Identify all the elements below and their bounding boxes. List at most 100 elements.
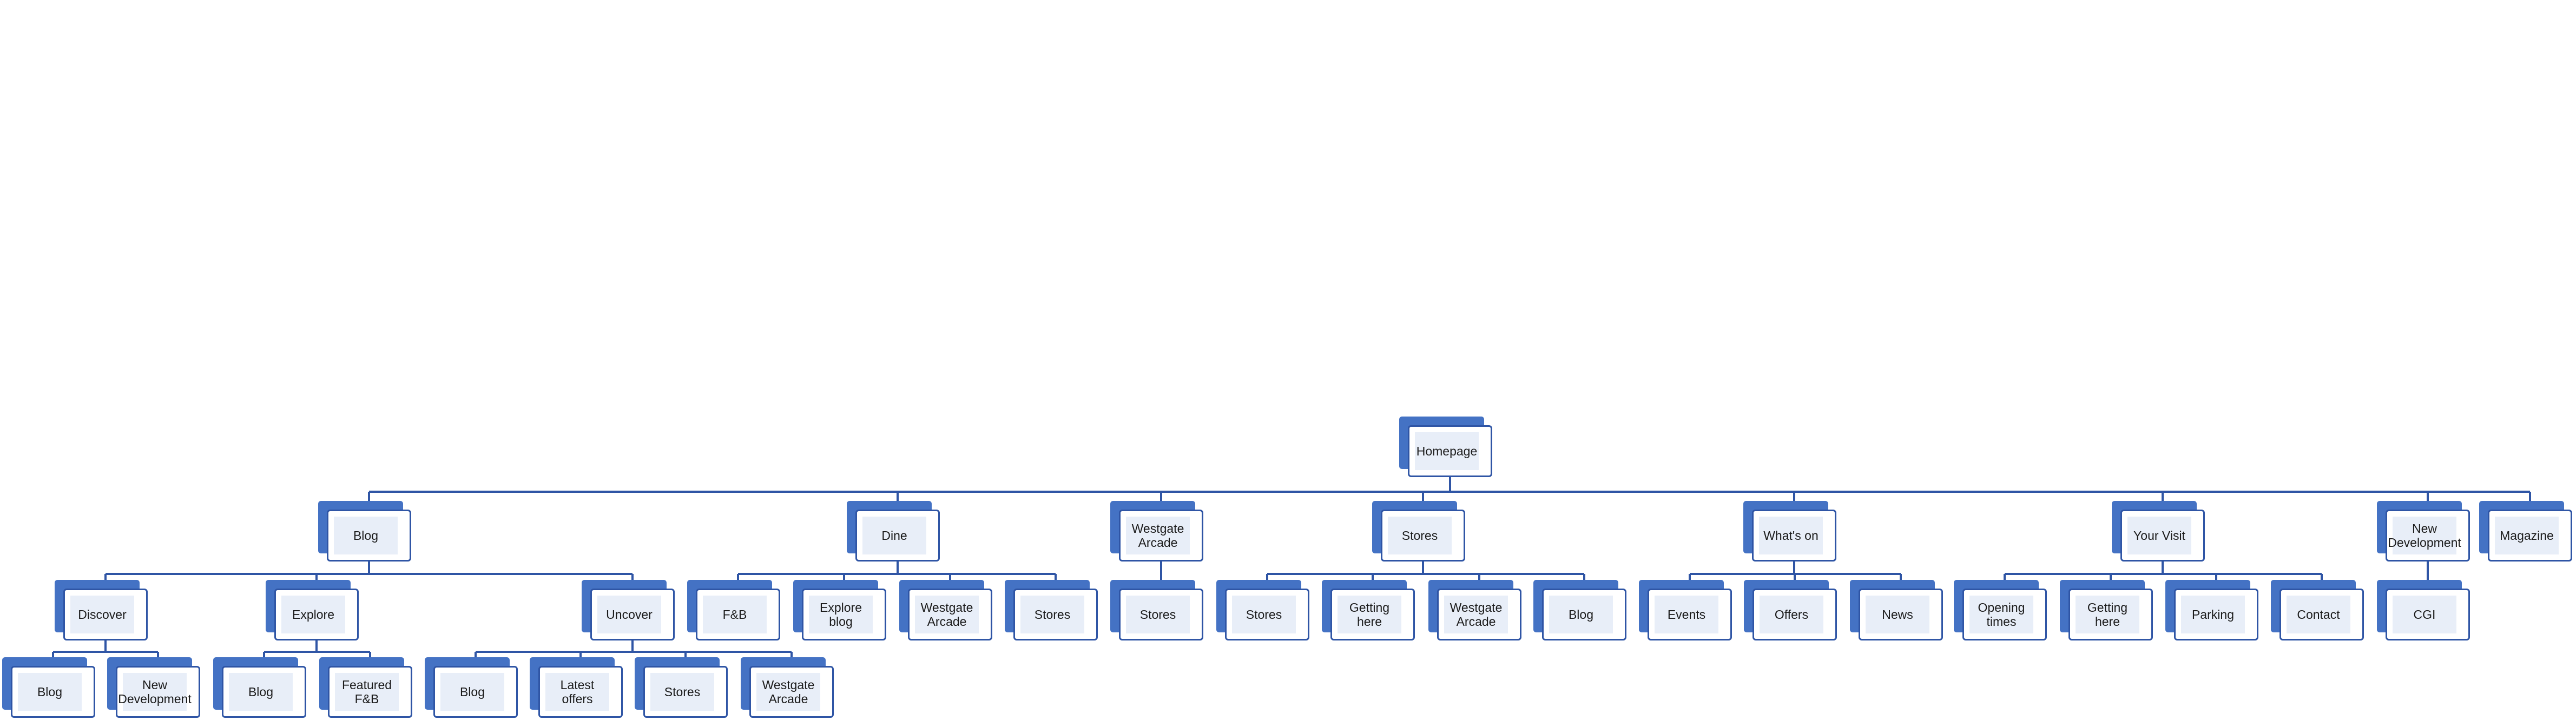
node-magazine: Magazine	[2479, 501, 2572, 562]
node-cgi: CGI	[2377, 580, 2470, 640]
node-inner: Explore blog	[809, 596, 873, 633]
node-explore: Explore	[266, 580, 359, 640]
node-new-development: New Development	[107, 657, 200, 718]
node-blog: Blog	[425, 657, 518, 718]
node-blog: Blog	[213, 657, 306, 718]
node-inner: Blog	[1549, 596, 1613, 633]
node-label: What's on	[1763, 529, 1819, 543]
node-contact: Contact	[2271, 580, 2364, 640]
node-parking: Parking	[2165, 580, 2258, 640]
node-label: Blog	[248, 685, 274, 699]
node-card: Getting here	[2068, 589, 2153, 640]
node-card: Westgate Arcade	[1437, 589, 1521, 640]
node-inner: Explore	[281, 596, 345, 633]
node-getting-here: Getting here	[1322, 580, 1415, 640]
node-offers: Offers	[1744, 580, 1837, 640]
node-inner: F&B	[703, 596, 767, 633]
node-card: Blog	[11, 666, 95, 718]
node-discover: Discover	[55, 580, 148, 640]
node-label: Events	[1667, 607, 1706, 622]
node-what-s-on: What's on	[1743, 501, 1836, 562]
node-inner: Your Visit	[2127, 517, 2191, 554]
node-label: Westgate Arcade	[1131, 521, 1184, 550]
node-label: Explore blog	[820, 600, 862, 629]
node-westgate-arcade: Westgate Arcade	[899, 580, 992, 640]
node-explore-blog: Explore blog	[793, 580, 886, 640]
node-fandb: F&B	[687, 580, 780, 640]
node-westgate-arcade: Westgate Arcade	[1428, 580, 1521, 640]
node-card: Stores	[1225, 589, 1309, 640]
node-westgate-arcade: Westgate Arcade	[741, 657, 834, 718]
node-label: Getting here	[2087, 600, 2128, 629]
node-label: Magazine	[2500, 529, 2554, 543]
node-label: CGI	[2413, 607, 2436, 622]
node-inner: Stores	[1232, 596, 1296, 633]
node-label: Latest offers	[560, 678, 595, 706]
node-label: Stores	[1401, 529, 1438, 543]
node-card: Blog	[433, 666, 518, 718]
node-stores: Stores	[1005, 580, 1098, 640]
node-label: Blog	[353, 529, 379, 543]
node-inner: Parking	[2181, 596, 2245, 633]
node-card: Homepage	[1408, 425, 1492, 477]
node-opening-times: Opening times	[1954, 580, 2047, 640]
node-inner: Homepage	[1415, 432, 1479, 470]
node-uncover: Uncover	[582, 580, 675, 640]
node-inner: Opening times	[1969, 596, 2033, 633]
node-label: Blog	[1568, 607, 1594, 622]
node-inner: Discover	[70, 596, 134, 633]
node-label: Stores	[1246, 607, 1282, 622]
node-inner: Getting here	[1338, 596, 1401, 633]
node-card: Uncover	[590, 589, 675, 640]
node-card: F&B	[696, 589, 780, 640]
node-latest-offers: Latest offers	[530, 657, 623, 718]
node-label: News	[1882, 607, 1913, 622]
node-inner: News	[1866, 596, 1929, 633]
node-stores: Stores	[635, 657, 728, 718]
node-label: Uncover	[606, 607, 653, 622]
node-label: Dine	[881, 529, 907, 543]
node-stores: Stores	[1372, 501, 1465, 562]
node-getting-here: Getting here	[2060, 580, 2153, 640]
node-label: Stores	[1139, 607, 1176, 622]
node-card: Events	[1648, 589, 1732, 640]
node-inner: New Development	[2388, 517, 2461, 554]
node-inner: Stores	[1126, 596, 1190, 633]
node-card: Stores	[1119, 589, 1203, 640]
node-inner: Offers	[1760, 596, 1823, 633]
node-label: New Development	[2388, 521, 2461, 550]
node-inner: Westgate Arcade	[756, 673, 820, 711]
node-label: Blog	[37, 685, 63, 699]
node-stores: Stores	[1216, 580, 1309, 640]
node-card: Magazine	[2488, 510, 2572, 562]
node-card: Contact	[2279, 589, 2364, 640]
node-card: Explore	[274, 589, 359, 640]
node-card: Westgate Arcade	[908, 589, 992, 640]
node-label: Featured F&B	[341, 678, 392, 706]
node-card: Latest offers	[538, 666, 623, 718]
node-inner: Magazine	[2495, 517, 2559, 554]
node-inner: Westgate Arcade	[1126, 517, 1190, 554]
node-inner: Stores	[650, 673, 714, 711]
node-card: Offers	[1753, 589, 1837, 640]
node-card: Getting here	[1330, 589, 1415, 640]
node-card: Stores	[643, 666, 728, 718]
node-card: What's on	[1752, 510, 1836, 562]
node-card: News	[1859, 589, 1943, 640]
node-inner: Dine	[862, 517, 926, 554]
node-inner: Westgate Arcade	[915, 596, 979, 633]
node-label: Getting here	[1349, 600, 1390, 629]
node-blog: Blog	[318, 501, 411, 562]
node-inner: CGI	[2393, 596, 2456, 633]
node-label: F&B	[722, 607, 747, 622]
node-news: News	[1850, 580, 1943, 640]
node-card: Opening times	[1962, 589, 2047, 640]
node-card: Your Visit	[2120, 510, 2205, 562]
node-label: Stores	[664, 685, 701, 699]
node-label: Your Visit	[2133, 529, 2185, 543]
node-dine: Dine	[847, 501, 940, 562]
node-label: Westgate Arcade	[1450, 600, 1503, 629]
node-card: Westgate Arcade	[1119, 510, 1203, 562]
node-stores: Stores	[1110, 580, 1203, 640]
